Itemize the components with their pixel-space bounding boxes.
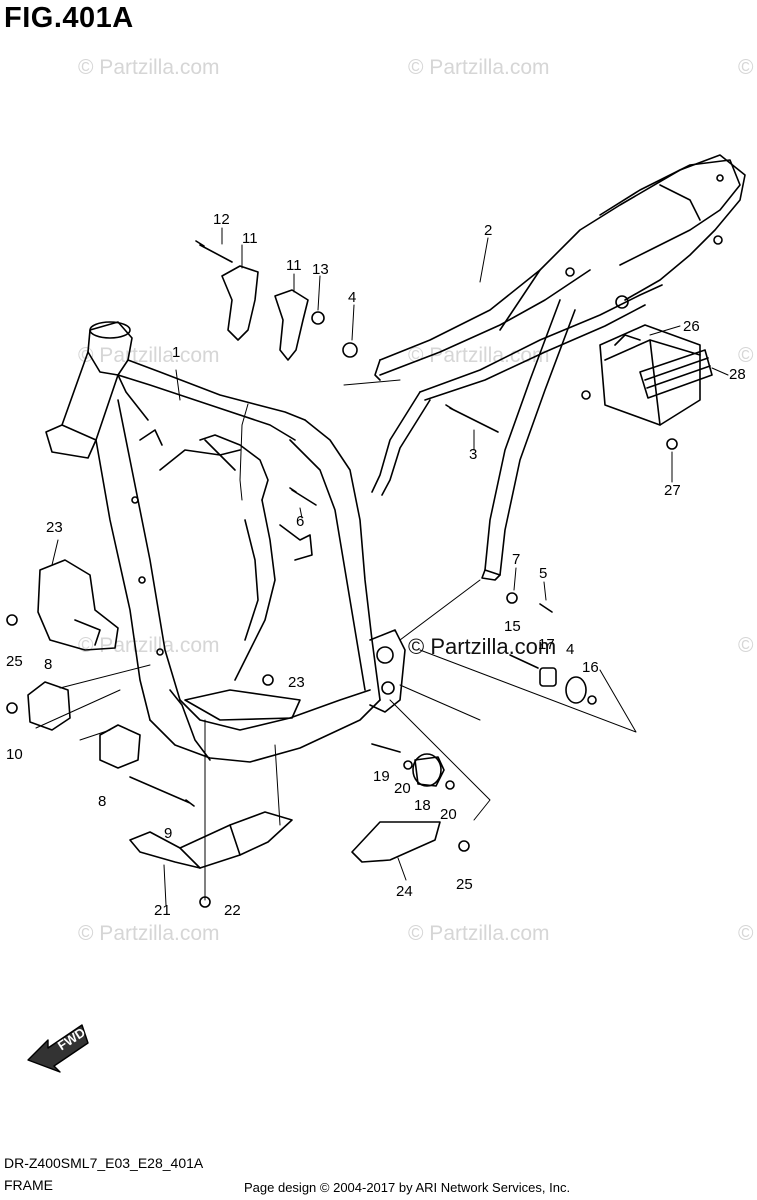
watermark: © Partzilla.com bbox=[78, 922, 220, 945]
callout-18: 18 bbox=[414, 797, 431, 814]
callout-20: 20 bbox=[394, 780, 411, 797]
callout-25: 25 bbox=[456, 876, 473, 893]
callout-13: 13 bbox=[312, 261, 329, 278]
watermark: © Partzilla.com bbox=[78, 344, 220, 367]
callout-10: 10 bbox=[6, 746, 23, 763]
callout-1: 1 bbox=[172, 344, 181, 361]
bracket-8-lower bbox=[99, 724, 141, 769]
fwd-arrow bbox=[27, 1024, 89, 1073]
callout-2: 2 bbox=[484, 222, 493, 239]
watermark: © bbox=[738, 634, 754, 657]
bushing-16 bbox=[565, 676, 587, 704]
watermark: © bbox=[738, 922, 754, 945]
callout-12: 12 bbox=[213, 211, 230, 228]
callout-15: 15 bbox=[504, 618, 521, 635]
watermark: © Partzilla.com bbox=[408, 922, 550, 945]
callout-19: 19 bbox=[373, 768, 390, 785]
callout-27: 27 bbox=[664, 482, 681, 499]
callout-25: 25 bbox=[6, 653, 23, 670]
frame-main bbox=[45, 321, 406, 763]
bracket-8-upper bbox=[27, 681, 71, 731]
callout-22: 22 bbox=[224, 902, 241, 919]
callout-16: 16 bbox=[582, 659, 599, 676]
callout-17: 17 bbox=[538, 636, 555, 653]
center-watermark: © Partzilla.com bbox=[408, 634, 557, 659]
callout-23: 23 bbox=[288, 674, 305, 691]
leader-lines bbox=[35, 227, 729, 906]
callout-4: 4 bbox=[348, 289, 357, 306]
bracket-11-b bbox=[274, 289, 309, 361]
cover-24 bbox=[351, 821, 441, 863]
battery-holder-26 bbox=[599, 324, 701, 426]
rear-subframe bbox=[371, 154, 746, 581]
callout-7: 7 bbox=[512, 551, 521, 568]
rubber-pad-28 bbox=[639, 349, 713, 399]
model-code: DR-Z400SML7_E03_E28_401A bbox=[4, 1155, 204, 1171]
callout-11: 11 bbox=[286, 257, 302, 274]
callout-8: 8 bbox=[98, 793, 107, 810]
callout-24: 24 bbox=[396, 883, 413, 900]
bracket-11-a bbox=[221, 265, 259, 341]
callout-6: 6 bbox=[296, 513, 305, 530]
callout-21: 21 bbox=[154, 902, 171, 919]
figure-title: FIG.401A bbox=[4, 2, 134, 34]
watermark: © bbox=[738, 344, 754, 367]
callout-28: 28 bbox=[729, 366, 746, 383]
watermark: © bbox=[738, 56, 754, 79]
callout-3: 3 bbox=[469, 446, 478, 463]
callout-8: 8 bbox=[44, 656, 53, 673]
copyright-notice: Page design © 2004-2017 by ARI Network S… bbox=[244, 1180, 571, 1195]
watermark: © Partzilla.com bbox=[78, 56, 220, 79]
watermark: © Partzilla.com bbox=[408, 56, 550, 79]
callout-23: 23 bbox=[46, 519, 63, 536]
callout-9: 9 bbox=[164, 825, 173, 842]
callout-26: 26 bbox=[683, 318, 700, 335]
callout-5: 5 bbox=[539, 565, 548, 582]
callout-11: 11 bbox=[242, 230, 258, 247]
frame-cover-23 bbox=[37, 559, 119, 651]
nuts-washers bbox=[6, 311, 678, 908]
callout-20: 20 bbox=[440, 806, 457, 823]
watermark: © Partzilla.com bbox=[78, 634, 220, 657]
collar-17 bbox=[539, 667, 557, 687]
callout-4: 4 bbox=[566, 641, 575, 658]
section-name: FRAME bbox=[4, 1177, 53, 1193]
skid-plate-21 bbox=[129, 811, 293, 869]
bolts bbox=[129, 240, 553, 807]
bushing-18 bbox=[412, 753, 442, 787]
